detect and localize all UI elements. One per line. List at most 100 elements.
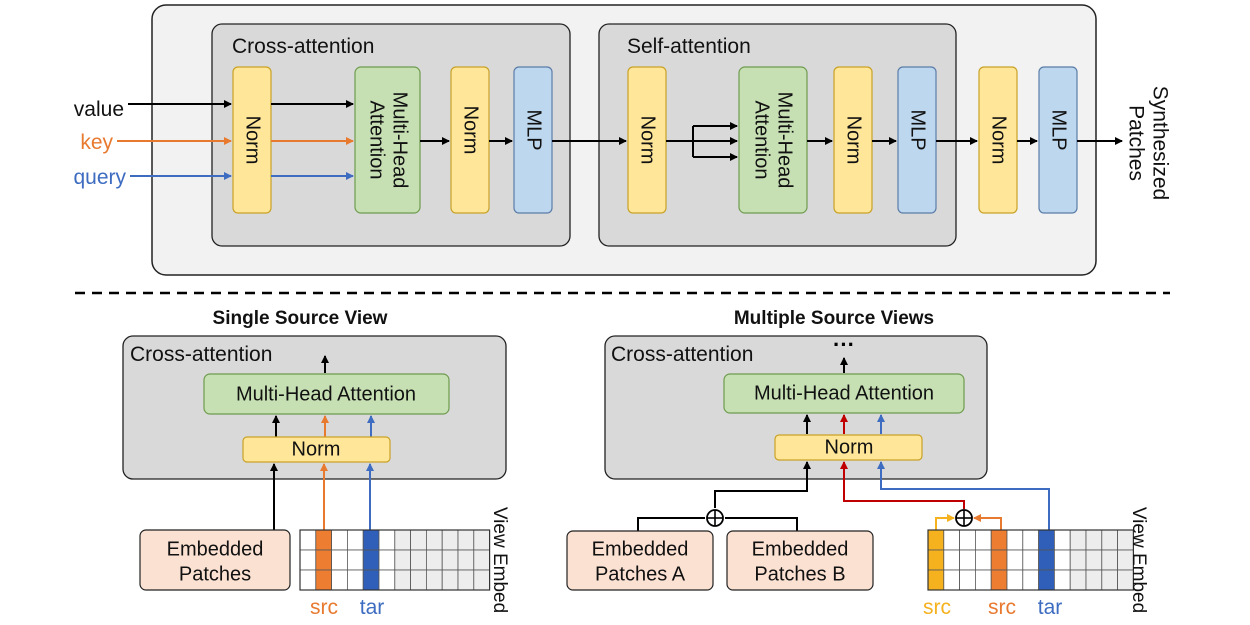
top-mlp-label-3: MLP: [1048, 109, 1070, 150]
view-embed-cell: [1085, 549, 1103, 571]
view-embed-cell: [1006, 529, 1024, 551]
view-embed-cell: [927, 529, 945, 551]
single-norm-label: Norm: [292, 438, 341, 460]
top-norm-label-4: Norm: [843, 116, 865, 165]
single-embedded-patches-box: [139, 529, 291, 591]
multi-view-embed-grid: [927, 529, 1134, 591]
view-embed-cell: [1038, 549, 1055, 571]
view-embed-cell: [927, 549, 945, 571]
view-embed-cell: [1054, 549, 1071, 571]
view-embed-cell: [959, 569, 976, 591]
view-embed-cell: [378, 569, 396, 591]
top-norm-label-3: Norm: [637, 116, 659, 165]
view-embed-cell: [1038, 569, 1055, 591]
view-embed-cell: [1022, 549, 1039, 571]
multi-src-label-1: src: [923, 596, 951, 619]
view-embed-cell: [394, 569, 411, 591]
view-embed-cell: [473, 549, 490, 571]
view-embed-cell: [346, 529, 364, 551]
view-embed-cell: [1069, 549, 1087, 571]
top-mha-self-line1: Multi-Head: [774, 92, 796, 189]
top-mha-cross-line2: Attention: [366, 101, 388, 180]
single-embedded-line2: Patches: [179, 563, 251, 585]
view-embed-cell: [362, 569, 380, 591]
view-embed-cell: [362, 549, 380, 571]
single-mha-block: [203, 373, 450, 415]
view-embed-cell: [1085, 569, 1103, 591]
multi-src-merge-red-path: [840, 461, 965, 509]
view-embed-cell: [346, 569, 364, 591]
view-embed-cell: [1101, 569, 1119, 591]
view-embed-cell: [1054, 529, 1071, 551]
self-attn-split-arrows: [666, 122, 738, 161]
view-embed-cell: [410, 529, 427, 551]
top-mlp-label-1: MLP: [523, 109, 545, 150]
view-embed-cell: [378, 529, 396, 551]
view-embed-border: [927, 529, 1134, 591]
multi-src-orange-arrow: [973, 514, 1002, 530]
view-embed-cell: [299, 569, 317, 591]
view-embed-cell: [394, 529, 411, 551]
single-view-embed-label: View Embed: [489, 507, 510, 613]
view-embed-cell: [975, 529, 992, 551]
view-embed-cell: [315, 569, 332, 591]
view-embed-cell: [425, 549, 443, 571]
multi-mha-label: Multi-Head Attention: [754, 382, 934, 404]
multiple-source-panel: Multiple Source Views Cross-attention ··…: [566, 308, 1149, 619]
view-embed-cell: [441, 549, 459, 571]
view-embed-border: [299, 529, 491, 591]
view-embed-cell: [943, 569, 960, 591]
view-embed-cell: [975, 569, 992, 591]
view-embed-cell: [315, 529, 332, 551]
multi-embedded-patches-a-box: [566, 530, 714, 591]
single-view-embed-grid: [299, 529, 491, 591]
view-embed-cell: [990, 569, 1008, 591]
view-embed-cell: [943, 529, 960, 551]
multi-mha-block: [723, 373, 965, 414]
view-embed-cell: [331, 569, 348, 591]
view-embed-cell: [331, 529, 348, 551]
top-norm-label-1: Norm: [242, 116, 264, 165]
single-embedded-line1: Embedded: [167, 538, 264, 560]
multi-plus-icon-1: [706, 509, 724, 527]
single-tar-label: tar: [360, 596, 385, 619]
view-embed-cell: [299, 529, 317, 551]
single-src-label: src: [310, 596, 338, 619]
view-embed-cell: [394, 549, 411, 571]
top-norm-label-2: Norm: [460, 106, 482, 155]
single-mha-label: Multi-Head Attention: [236, 383, 416, 405]
view-embed-cell: [990, 529, 1008, 551]
view-embed-cell: [943, 549, 960, 571]
view-embed-cell: [473, 569, 490, 591]
top-self-attention-title: Self-attention: [627, 35, 751, 58]
view-embed-cell: [410, 549, 427, 571]
view-embed-cell: [990, 549, 1008, 571]
multi-embedded-patches-b-box: [726, 530, 874, 591]
view-embed-cell: [315, 549, 332, 571]
input-label-query: query: [73, 166, 126, 189]
single-source-panel: Single Source View Cross-attention Multi…: [122, 308, 510, 619]
view-embed-cell: [473, 529, 490, 551]
multi-src-yellow-arrow: [935, 514, 955, 530]
view-embed-cell: [959, 549, 976, 571]
view-embed-cell: [410, 569, 427, 591]
top-panel: Cross-attention Self-attention value key…: [73, 4, 1171, 276]
top-mha-self-line2: Attention: [751, 101, 773, 180]
view-embed-cell: [457, 549, 475, 571]
top-mha-cross-line1: Multi-Head: [389, 92, 411, 189]
view-embed-cell: [1006, 569, 1024, 591]
input-label-value: value: [74, 98, 124, 121]
view-embed-cell: [975, 549, 992, 571]
view-embed-cell: [425, 569, 443, 591]
top-cross-attention-title: Cross-attention: [232, 35, 374, 58]
multi-tar-label: tar: [1038, 596, 1063, 619]
multiple-source-heading: Multiple Source Views: [734, 308, 934, 329]
view-embed-cell: [346, 549, 364, 571]
single-cross-attention-title: Cross-attention: [130, 343, 272, 366]
multi-src-label-2: src: [988, 596, 1016, 619]
view-embed-cell: [959, 529, 976, 551]
view-embed-cell: [1054, 569, 1071, 591]
view-embed-cell: [378, 549, 396, 571]
multi-embed-merge-path: [637, 461, 811, 531]
